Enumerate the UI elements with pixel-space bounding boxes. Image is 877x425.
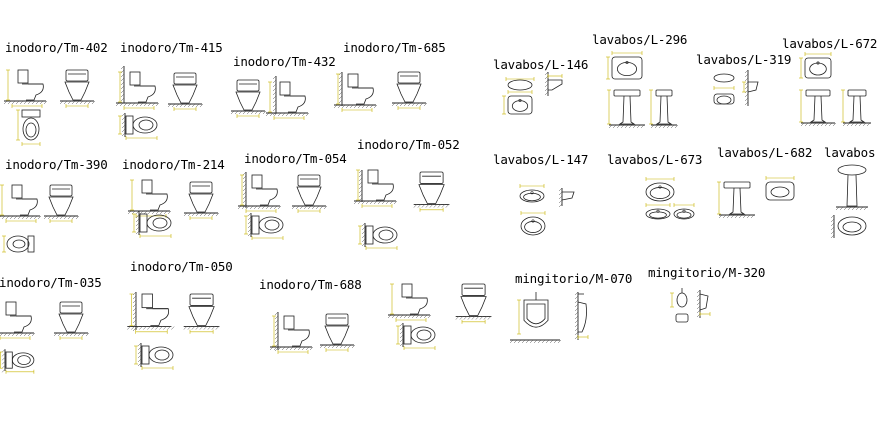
label-tm390: inodoro/Tm-390 <box>5 157 108 172</box>
label-tm688: inodoro/Tm-688 <box>259 277 362 292</box>
tm050-plan-view <box>134 342 174 370</box>
tm402-front-view <box>59 69 96 108</box>
l147-plan-top <box>519 184 545 203</box>
label-tm402: inodoro/Tm-402 <box>5 40 108 55</box>
l672-front-view <box>799 89 837 127</box>
tm050-front-view <box>183 293 220 334</box>
label-m070: mingitorio/M-070 <box>515 271 633 286</box>
tm390-front-view <box>43 184 80 223</box>
label-tm214: inodoro/Tm-214 <box>122 157 225 172</box>
tm052-plan-view <box>358 222 398 250</box>
label-l672: lavabos/L-672 <box>782 36 877 51</box>
label-tm054: inodoro/Tm-054 <box>244 151 347 166</box>
tm415-wall <box>120 65 125 106</box>
tm-unlabeled-side-view <box>387 283 432 322</box>
tm402-plan-view <box>16 109 41 146</box>
tm050-side-view <box>127 293 175 334</box>
tm052-wall <box>358 169 363 202</box>
tm054-side-view <box>237 174 282 213</box>
label-l147: lavabos/L-147 <box>493 152 589 167</box>
label-l296: lavabos/L-296 <box>592 32 688 47</box>
tm432-wall <box>272 75 277 116</box>
tm415-front-view <box>167 72 204 111</box>
l146-plan-view <box>502 90 533 115</box>
tm035-plan-view <box>0 349 35 374</box>
tm052-side-view <box>353 169 398 208</box>
tm054-front-view <box>291 174 328 213</box>
tm054-wall <box>242 171 247 208</box>
label-m320: mingitorio/M-320 <box>648 265 766 280</box>
tm432-side-view <box>265 81 310 120</box>
tm-unlabeled-plan-view <box>396 322 436 350</box>
tm214-plan-view <box>132 210 172 238</box>
l672-side-view <box>841 89 871 127</box>
tm-unlabeled-front-view <box>455 283 492 324</box>
tm432-front-view <box>230 79 267 118</box>
l319-side-view <box>742 69 759 106</box>
tm035-front-view <box>53 301 90 340</box>
tm390-plan-view <box>2 235 35 253</box>
l147-side-view <box>558 187 575 208</box>
m070-floor <box>509 339 562 344</box>
lavabos-edge-front-view <box>835 164 868 211</box>
l673-side-view <box>673 203 695 220</box>
tm688-side-view <box>269 315 314 354</box>
lavabos-edge-plan-view <box>830 214 867 239</box>
label-tm685: inodoro/Tm-685 <box>343 40 446 55</box>
label-l673: lavabos/L-673 <box>607 152 703 167</box>
label-lavabos-edge: lavabos <box>824 145 876 160</box>
tm054-plan-view <box>244 212 284 240</box>
tm214-side-view <box>127 179 172 218</box>
tm685-front-view <box>391 71 428 110</box>
tm688-wall <box>274 311 279 352</box>
tm050-wall <box>132 291 137 332</box>
tm685-wall <box>338 71 343 108</box>
l296-plan-view <box>606 51 643 80</box>
label-l682: lavabos/L-682 <box>717 145 813 160</box>
l296-front-view <box>607 89 645 129</box>
label-tm035: inodoro/Tm-035 <box>0 275 102 290</box>
l319-plan-view <box>713 73 735 105</box>
label-l319: lavabos/L-319 <box>696 52 792 67</box>
tm688-front-view <box>319 313 356 352</box>
l147-plan-view <box>520 211 546 236</box>
label-tm432: inodoro/Tm-432 <box>233 54 336 69</box>
tm415-side-view <box>115 71 160 110</box>
tm402-side-view <box>3 69 48 108</box>
l672-plan-view <box>799 52 832 79</box>
m320-side-view <box>696 289 711 318</box>
tm035-side-view <box>0 301 36 340</box>
tm214-front-view <box>183 181 220 220</box>
label-tm415: inodoro/Tm-415 <box>120 40 223 55</box>
tm685-side-view <box>333 73 378 112</box>
label-l146: lavabos/L-146 <box>493 57 589 72</box>
l146-side-view <box>544 71 563 96</box>
l682-plan-view <box>765 176 795 201</box>
label-tm052: inodoro/Tm-052 <box>357 137 460 152</box>
m320-front-view <box>670 288 689 323</box>
label-tm050: inodoro/Tm-050 <box>130 259 233 274</box>
l673-front-view <box>645 203 671 220</box>
tm415-plan-view <box>118 112 158 140</box>
l146-top <box>505 77 535 91</box>
m070-front-view <box>517 292 549 335</box>
tm052-front-view <box>413 171 450 212</box>
m070-side-view <box>574 291 589 340</box>
l682-front-view <box>717 181 755 219</box>
l673-plan-view <box>645 177 675 202</box>
l296-side-view <box>649 89 679 129</box>
tm390-side-view <box>0 184 42 223</box>
